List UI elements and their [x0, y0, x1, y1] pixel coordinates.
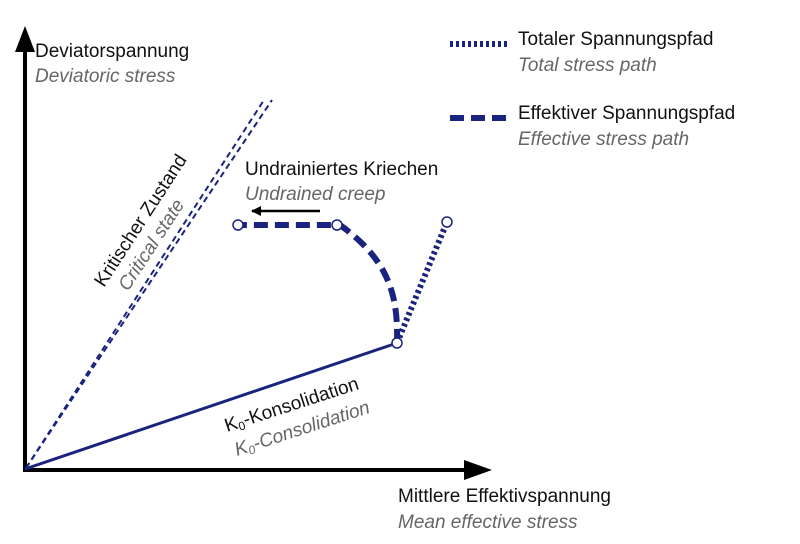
- y-axis-label-en: Deviatoric stress: [35, 66, 176, 87]
- total-stress-path: [394, 220, 450, 345]
- x-axis-arrowhead: [464, 460, 492, 480]
- y-axis-label-de: Deviatorspannung: [35, 41, 189, 62]
- k0-label-en-sub: 0: [247, 442, 258, 457]
- legend-total-label-de: Totaler Spannungspfad: [518, 29, 713, 50]
- k0-label-de-sub: 0: [237, 418, 248, 433]
- legend-total-label-en: Total stress path: [518, 55, 657, 76]
- point-total-end: [441, 216, 453, 228]
- y-axis-arrowhead: [15, 26, 35, 52]
- x-axis-label-de: Mittlere Effektivspannung: [398, 486, 611, 507]
- legend: Totaler Spannungspfad Total stress path …: [450, 29, 735, 150]
- k0-consolidation-line: [24, 341, 398, 471]
- critical-state-line-2: [25, 99, 273, 469]
- x-axis-label-en: Mean effective stress: [398, 512, 578, 533]
- creep-label-en: Undrained creep: [245, 184, 385, 205]
- legend-effective-label-de: Effektiver Spannungspfad: [518, 103, 735, 124]
- point-creep-end: [232, 219, 244, 231]
- creep-label-de: Undrainiertes Kriechen: [245, 159, 438, 180]
- effective-stress-path: [238, 222, 401, 344]
- point-creep-start: [331, 219, 343, 231]
- legend-effective-label-en: Effective stress path: [518, 129, 689, 150]
- point-k0-end: [391, 337, 403, 349]
- critical-state-line-1: [25, 99, 265, 469]
